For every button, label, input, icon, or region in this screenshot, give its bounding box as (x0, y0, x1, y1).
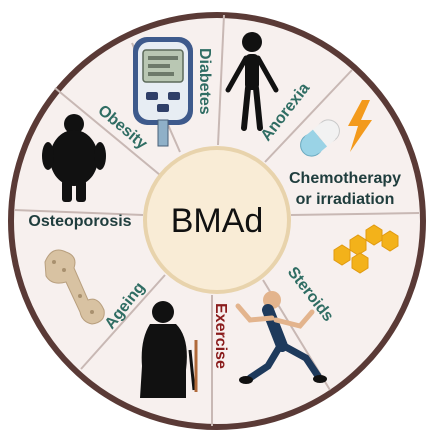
center-hub (143, 146, 291, 294)
glucose-meter-icon (133, 37, 193, 147)
running-person-icon (235, 291, 327, 384)
pill-lightning-icon (300, 100, 372, 157)
hexagon-molecule-icon (333, 224, 399, 274)
segment-label-diabetes: Diabetes (196, 48, 213, 115)
segment-label-irradiation: or irradiation (296, 191, 395, 208)
obese-person-icon (42, 114, 106, 202)
segment-label-exercise: Exercise (212, 303, 229, 369)
segment-label-chemotherapy: Chemotherapy (289, 170, 401, 187)
thin-person-icon (225, 32, 279, 131)
elderly-person-cane-icon (140, 301, 198, 398)
center-label: BMAd (171, 202, 264, 240)
segment-label-osteoporosis: Osteoporosis (28, 213, 131, 230)
bone-icon (44, 249, 105, 325)
